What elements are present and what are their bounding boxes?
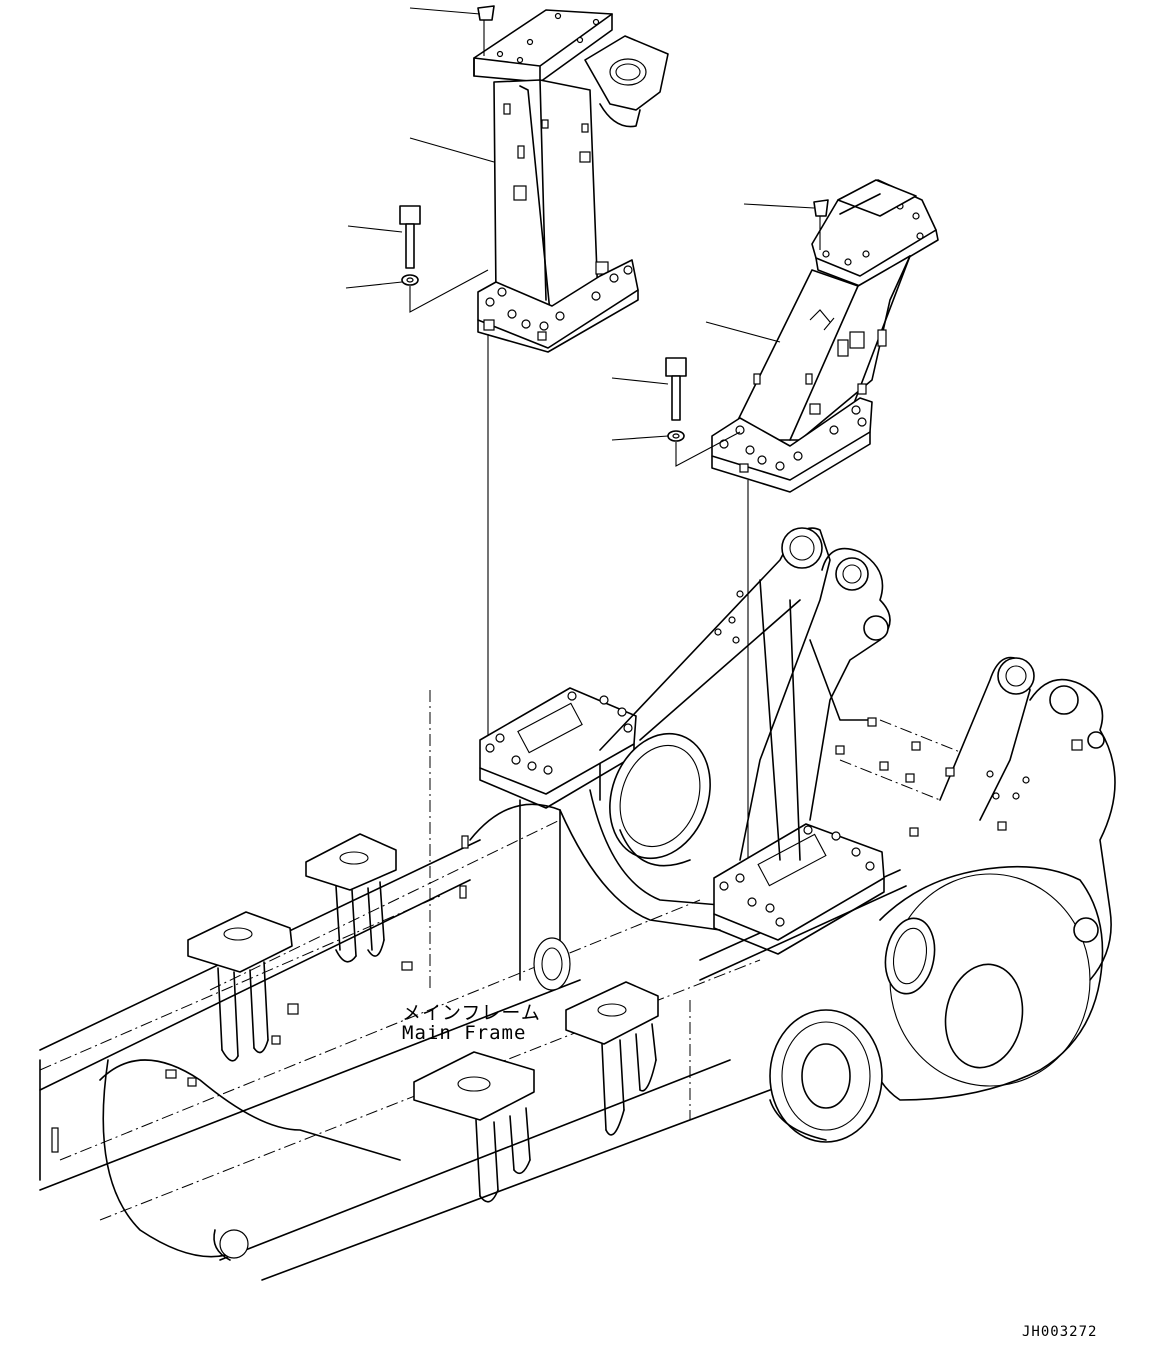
cap-plug-right [813,199,829,250]
roller-bracket-4 [565,981,659,1136]
roller-bracket-3 [413,1051,535,1203]
leader-lines [345,7,815,880]
roller-bracket-1 [305,833,397,963]
left-pillar [473,9,669,353]
main-frame-label-english: Main Frame [402,1022,527,1044]
drawing-id-label: JH003272 [1022,1324,1098,1340]
bolt-right [665,357,687,442]
roller-bracket-2 [187,911,293,1062]
right-pillar [711,179,939,493]
main-frame-label-japanese: メインフレーム [402,1002,541,1024]
main-frame [39,527,1116,1281]
bolt-left [399,205,421,286]
cap-plug-left [477,5,495,56]
